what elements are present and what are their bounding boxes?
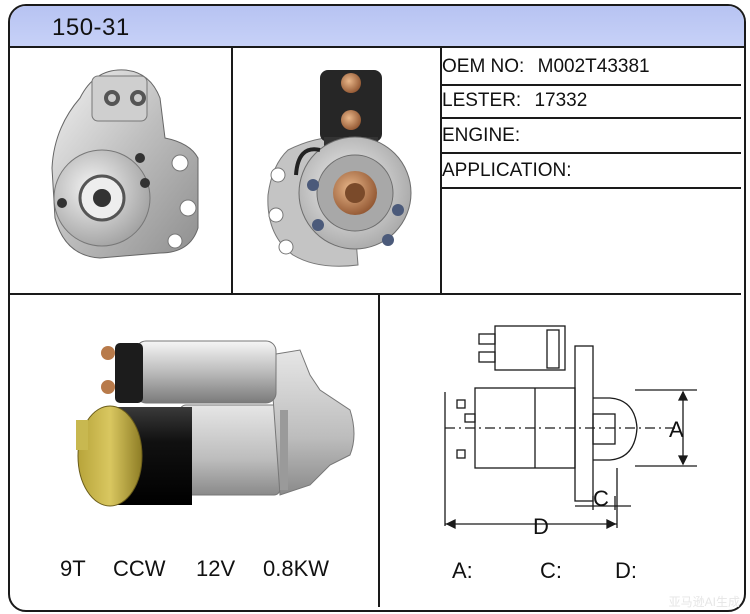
spec-row-application: APPLICATION: [442, 160, 572, 182]
diagram-label-a: A [669, 417, 684, 442]
dimension-a-label: A: [452, 558, 473, 583]
spec-row-line-2 [441, 117, 741, 119]
oem-label: OEM NO: [442, 56, 525, 77]
spec-row-line-4 [441, 187, 741, 189]
spec-row-line-1 [441, 84, 741, 86]
lester-label: LESTER: [442, 90, 522, 111]
diagram-label-d: D [533, 514, 549, 539]
lester-value: 17332 [534, 90, 588, 111]
spec-row-line-3 [441, 152, 741, 154]
starter-rear-photo [267, 70, 412, 267]
application-label: APPLICATION: [442, 160, 572, 181]
rotation: CCW [113, 556, 166, 581]
power-rating: 0.8KW [263, 556, 330, 581]
engine-label: ENGINE: [442, 125, 521, 146]
part-number-title: 150-31 [52, 14, 130, 41]
title-bar: 150-31 [10, 6, 744, 48]
starter-side-photo [76, 340, 355, 507]
oem-value: M002T43381 [537, 56, 650, 77]
divider-top-right [440, 46, 442, 294]
dimension-d-label: D: [615, 558, 637, 583]
spec-row-oem: OEM NO: M002T43381 [442, 56, 650, 78]
watermark: 亚马逊AI生成 [668, 595, 740, 609]
divider-middle [9, 293, 741, 295]
starter-front-photo [51, 69, 199, 259]
dimension-diagram [444, 325, 697, 530]
teeth-count: 9T [60, 556, 86, 581]
divider-bottom [378, 294, 380, 607]
divider-top-left [231, 46, 233, 294]
voltage: 12V [196, 556, 236, 581]
diagram-label-c: C [593, 486, 609, 511]
dimension-c-label: C: [540, 558, 562, 583]
spec-row-lester: LESTER: 17332 [442, 90, 587, 112]
spec-row-engine: ENGINE: [442, 125, 520, 147]
